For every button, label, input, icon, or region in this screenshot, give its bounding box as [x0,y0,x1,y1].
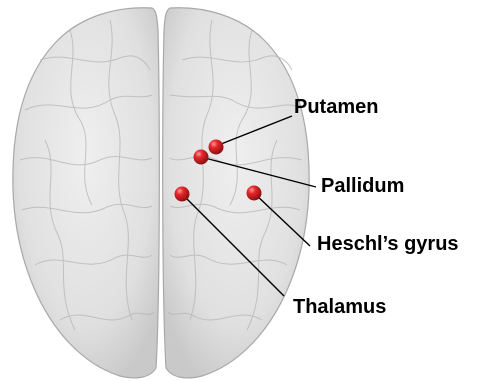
label-heschl-gyrus: Heschl’s gyrus [317,234,459,254]
marker-thalamus [175,187,190,202]
left-hemisphere [13,8,159,378]
marker-putamen [209,140,224,155]
label-putamen: Putamen [294,97,378,117]
marker-pallidum [194,150,209,165]
marker-heschl [247,186,262,201]
label-pallidum: Pallidum [321,176,404,196]
label-thalamus: Thalamus [293,297,386,317]
